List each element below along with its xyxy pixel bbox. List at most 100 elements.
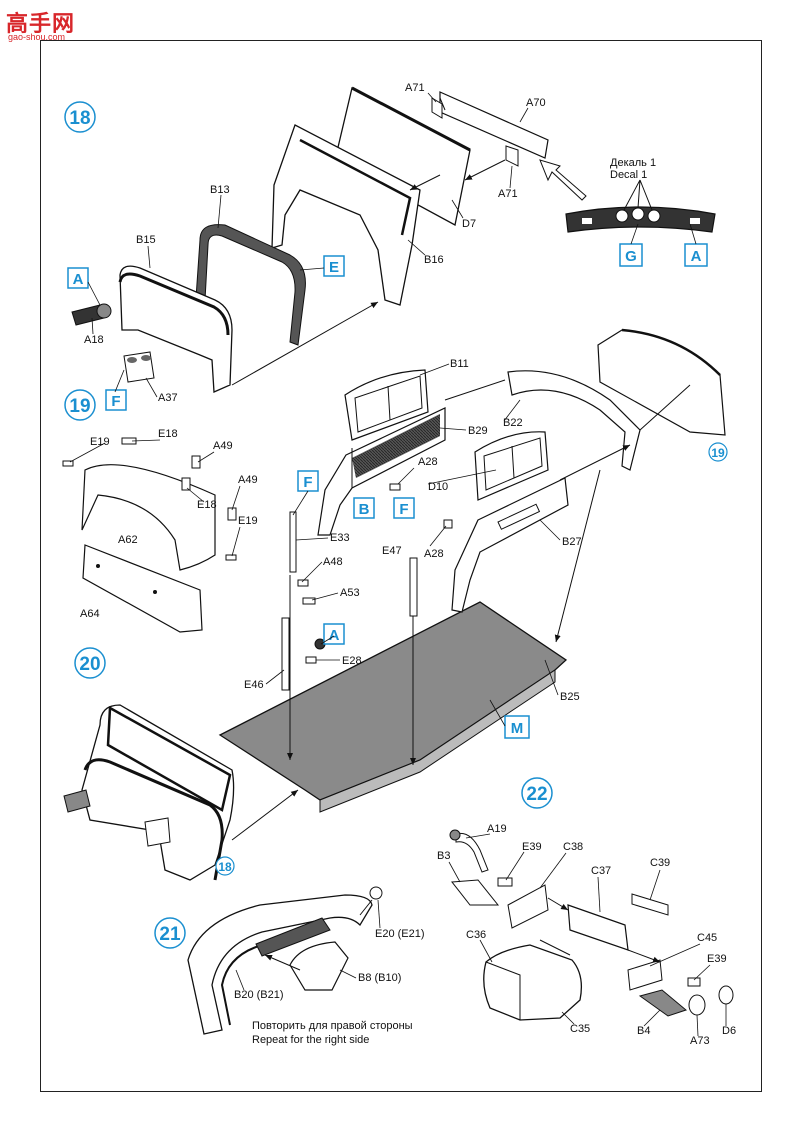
label-b13: B13 [210,184,230,196]
label-e28: E28 [342,655,362,667]
pipe-a19 [455,832,489,873]
label-b16: B16 [424,254,444,266]
step-numbers: 18 19 20 21 22 18 19 [64,101,728,949]
color-boxes: A E F G A F B F A M [67,243,708,739]
label-a70: A70 [526,97,546,109]
label-e19-top: E19 [90,436,110,448]
fender-a64 [82,544,203,633]
label-e18-top: E18 [158,428,178,440]
tank-c37 [567,904,629,951]
label-a71-lower: A71 [498,188,518,200]
label-a53: A53 [340,587,360,599]
label-d6: D6 [722,1025,736,1037]
label-a49-top: A49 [213,440,233,452]
rod-e46 [281,617,290,691]
part-e19-a [62,460,74,467]
label-b4: B4 [637,1025,650,1037]
cap-a73 [688,994,706,1016]
label-e19-lower: E19 [238,515,258,527]
arrow-back-to-frame [231,301,379,386]
part-a28-b [443,519,453,529]
label-c45: C45 [697,932,717,944]
label-e39-lower: E39 [707,953,727,965]
part-e39-a [497,877,513,887]
front-fender-b20 [187,894,373,1035]
label-c36: C36 [466,929,486,941]
label-b3: B3 [437,850,450,862]
part-b4 [638,989,688,1017]
part-e39-b [687,977,701,987]
windshield-top-edge [351,86,471,152]
bracket-b3 [451,879,500,906]
label-b20: B20 (B21) [234,989,284,1001]
label-b22: B22 [503,417,523,429]
color-box-f2: F [303,474,312,491]
color-box-a1: A [73,271,84,288]
bolt-head-a18 [96,303,112,319]
leader-lines [69,92,727,1037]
label-a19: A19 [487,823,507,835]
label-a64: A64 [80,608,100,620]
part-e18-b [181,477,191,491]
color-box-f3: F [399,501,408,518]
window-d10 [474,431,549,501]
step-21-label: 21 [159,924,181,945]
color-box-m: M [511,720,524,737]
label-d7: D7 [462,218,476,230]
rod-e47 [409,557,418,617]
fender-strip [255,917,331,957]
label-a73: A73 [690,1035,710,1047]
note-ru: Повторить для правой стороны [252,1020,413,1032]
label-e20: E20 (E21) [375,928,425,940]
cab-back-rim [118,272,230,336]
part-labels: A71 A70 A71 D7 B16 B13 B15 A18 A37 B11 B… [80,82,736,1047]
label-a18: A18 [84,334,104,346]
ref-19-label: 19 [711,446,725,460]
bracket-c45 [627,959,663,991]
label-a71-top: A71 [405,82,425,94]
decal-label-en: Decal 1 [610,169,647,181]
floor-edge [319,669,556,813]
part-e19-b [225,554,237,561]
note-en: Repeat for the right side [252,1034,369,1046]
step-21-group [187,886,383,1035]
label-a28-top: A28 [418,456,438,468]
label-c39: C39 [650,857,670,869]
part-a28-a [389,483,401,491]
label-a37: A37 [158,392,178,404]
color-box-b: B [359,501,370,518]
label-e33: E33 [330,532,350,544]
cap-d6 [718,985,734,1005]
ref-18-label: 18 [218,860,232,874]
side-rail-b27 [451,477,569,613]
assembly-arrow-hollow [539,159,587,201]
strap-c39 [631,893,669,916]
logo-url: gao-shou.com [8,32,66,42]
label-a48: A48 [323,556,343,568]
color-box-e: E [329,259,339,276]
label-e39-top: E39 [522,841,542,853]
gasket-b13 [195,224,306,346]
bracket-a71-top [431,97,443,119]
part-a53 [302,597,316,605]
label-c37: C37 [591,865,611,877]
color-box-a2: A [691,248,702,265]
label-b27: B27 [562,536,582,548]
lamp-e20 [369,886,383,900]
color-box-a3: A [329,627,340,644]
logo-text: 高手网 [6,12,76,37]
rear-rail-b22 [507,370,641,471]
label-b8: B8 (B10) [358,972,401,984]
label-b29: B29 [468,425,488,437]
label-b25: B25 [560,691,580,703]
label-a49-lower: A49 [238,474,258,486]
label-c38: C38 [563,841,583,853]
assembled-cab-rim [83,758,224,881]
label-b11: B11 [450,358,469,370]
color-box-f1: F [111,393,120,410]
step-20-label: 20 [79,654,100,675]
label-e46: E46 [244,679,264,691]
part-a49-b [227,507,237,521]
